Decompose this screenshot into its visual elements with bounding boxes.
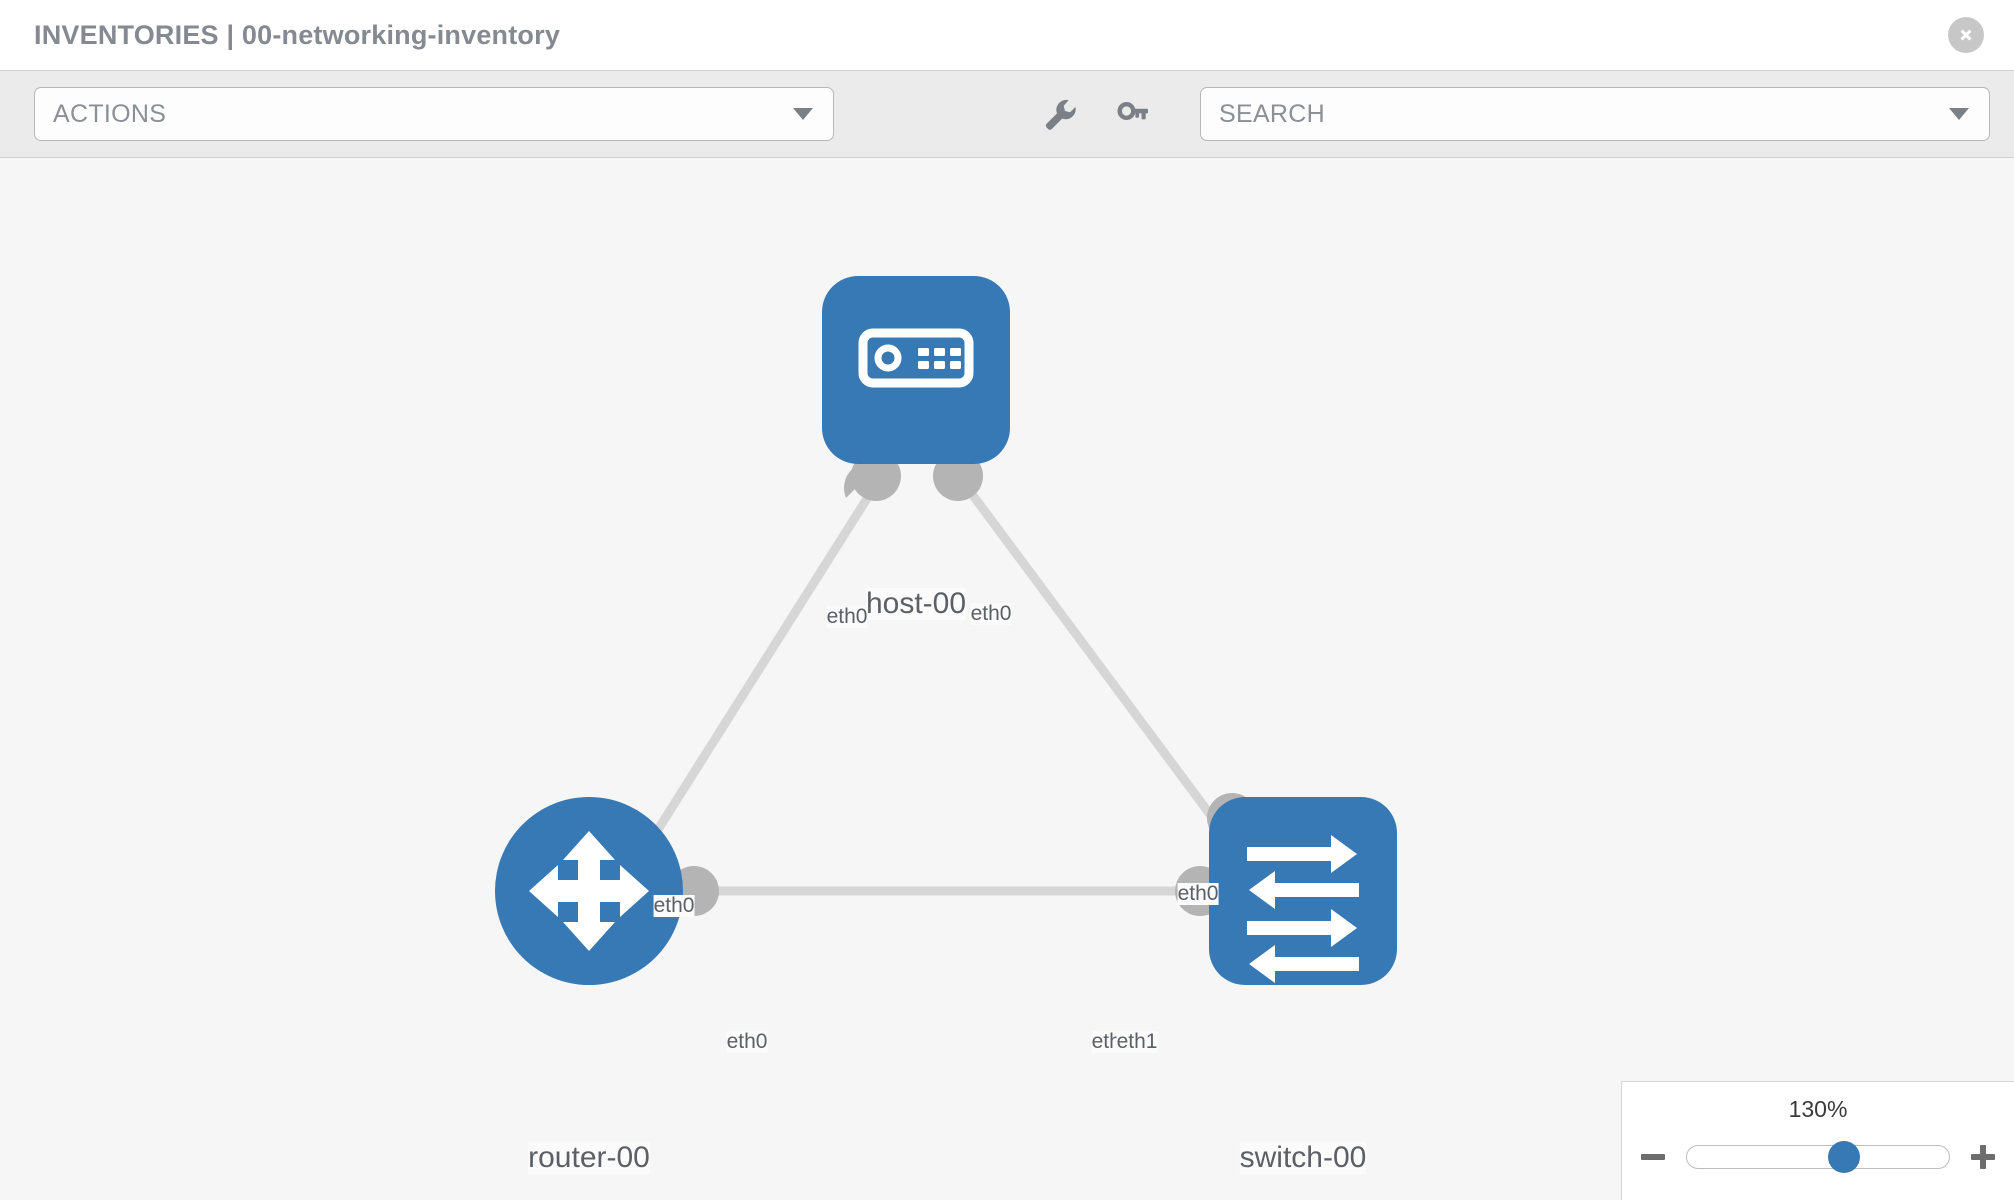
zoom-level-value: 130% xyxy=(1788,1096,1848,1122)
actions-dropdown-label: ACTIONS xyxy=(53,99,167,128)
node-label-switch[interactable]: switch-00 xyxy=(1239,1141,1367,1174)
iface-label-host-left: eth0 xyxy=(826,605,868,629)
chevron-down-icon xyxy=(793,108,813,120)
iface-label-host-right: eth0 xyxy=(970,602,1012,626)
server-icon xyxy=(858,328,974,388)
zoom-slider[interactable] xyxy=(1686,1141,1950,1173)
toolbar: ACTIONS SEARCH xyxy=(0,70,2014,158)
node-host-00 xyxy=(822,276,1010,464)
zoom-in-button[interactable] xyxy=(1968,1142,1998,1172)
topology-links xyxy=(636,475,1239,896)
close-icon[interactable] xyxy=(1948,17,1984,53)
chevron-down-icon xyxy=(1949,108,1969,120)
node-label-host[interactable]: host-00 xyxy=(865,587,967,620)
key-icon[interactable] xyxy=(1104,87,1158,141)
iface-label-switch-left-b: eth1 xyxy=(1116,1030,1158,1054)
search-input-placeholder: SEARCH xyxy=(1219,99,1325,128)
search-dropdown[interactable]: SEARCH xyxy=(1200,87,1990,141)
iface-label-switch-up: eth0 xyxy=(1177,882,1219,906)
router-arrows-icon xyxy=(529,831,649,951)
page-title: INVENTORIES | 00-networking-inventory xyxy=(34,19,561,50)
zoom-slider-thumb[interactable] xyxy=(1828,1141,1861,1173)
node-label-router[interactable]: router-00 xyxy=(528,1141,650,1174)
iface-label-router-up: eth0 xyxy=(653,894,695,918)
zoom-out-button[interactable] xyxy=(1638,1142,1668,1172)
actions-dropdown[interactable]: ACTIONS xyxy=(34,87,834,141)
link-host-router xyxy=(636,475,884,861)
node-switch-00 xyxy=(1209,797,1397,985)
node-router-00 xyxy=(495,797,683,985)
page-header: INVENTORIES | 00-networking-inventory xyxy=(0,0,2014,70)
wrench-icon[interactable] xyxy=(1032,87,1086,141)
topology-canvas[interactable]: host-00 router-00 switch-00 eth0 eth0 et… xyxy=(0,158,2014,1200)
switch-arrows-icon xyxy=(1247,835,1359,983)
zoom-control-panel: 130% xyxy=(1621,1081,2014,1200)
iface-label-router-right: eth0 xyxy=(726,1030,768,1054)
link-host-switch xyxy=(956,475,1239,851)
topology-ports xyxy=(669,451,1257,916)
topology-graph xyxy=(495,276,1397,985)
